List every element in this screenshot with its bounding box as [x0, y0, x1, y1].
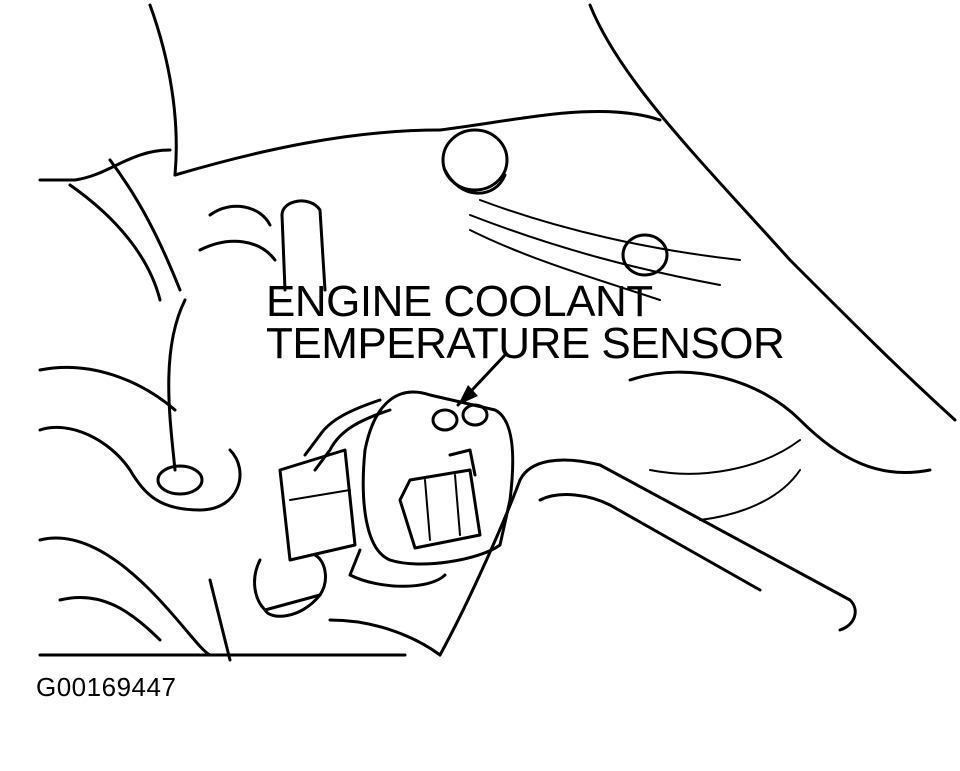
hose-pipe [198, 199, 327, 292]
left-bracket [38, 298, 242, 657]
upper-engine-casting [38, 3, 957, 422]
callout-label-line2: TEMPERATURE SENSOR [266, 319, 785, 368]
small-connector [253, 398, 392, 618]
callout-arrow [456, 353, 507, 407]
bolt-heads [441, 128, 669, 277]
figure-id-label: G00169447 [36, 672, 177, 702]
callout-label-line1: ENGINE COOLANT [266, 277, 653, 326]
coolant-sensor-connector [348, 390, 515, 588]
lower-right-housing [38, 370, 932, 662]
